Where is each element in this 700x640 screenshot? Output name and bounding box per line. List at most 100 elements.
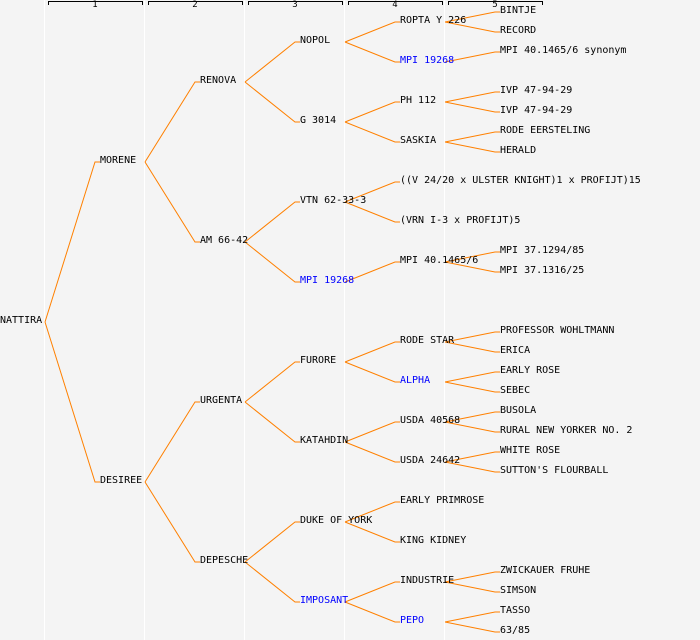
pedigree-node[interactable]: WHITE ROSE: [500, 445, 561, 456]
pedigree-node[interactable]: USDA 24642: [400, 455, 461, 466]
pedigree-link: [444, 371, 500, 383]
pedigree-node[interactable]: FURORE: [300, 355, 337, 366]
pedigree-link: [344, 501, 400, 523]
pedigree-node[interactable]: EARLY PRIMROSE: [400, 495, 485, 506]
pedigree-node[interactable]: G 3014: [300, 115, 337, 126]
pedigree-node[interactable]: TASSO: [500, 605, 531, 616]
column-divider: [244, 0, 245, 640]
pedigree-node[interactable]: VTN 62-33-3: [300, 195, 367, 206]
pedigree-node[interactable]: MPI 40.1465/6 synonym: [500, 45, 627, 56]
pedigree-link: [144, 81, 200, 163]
pedigree-link: [444, 11, 500, 23]
column-number: 5: [492, 0, 498, 10]
pedigree-link: [444, 621, 500, 633]
pedigree-node[interactable]: SUTTON'S FLOURBALL: [500, 465, 609, 476]
column-divider: [44, 0, 45, 640]
pedigree-link: [244, 201, 300, 243]
pedigree-node[interactable]: RODE STAR: [400, 335, 455, 346]
pedigree-node[interactable]: SASKIA: [400, 135, 437, 146]
column-number: 4: [392, 0, 398, 10]
pedigree-link: [344, 101, 400, 123]
pedigree-node[interactable]: SEBEC: [500, 385, 531, 396]
pedigree-link: [244, 561, 300, 603]
pedigree-node[interactable]: MPI 19268: [400, 55, 455, 66]
pedigree-node[interactable]: NOPOL: [300, 35, 331, 46]
column-bracket: [248, 1, 343, 5]
pedigree-node[interactable]: AM 66-42: [200, 235, 249, 246]
pedigree-link: [444, 141, 500, 153]
pedigree-node[interactable]: ZWICKAUER FRUHE: [500, 565, 591, 576]
pedigree-link: [444, 571, 500, 583]
pedigree-link: [444, 251, 500, 263]
pedigree-node[interactable]: BINTJE: [500, 5, 537, 16]
pedigree-node[interactable]: RENOVA: [200, 75, 237, 86]
pedigree-link: [444, 341, 500, 353]
pedigree-node[interactable]: SIMSON: [500, 585, 537, 596]
pedigree-link: [244, 401, 300, 443]
pedigree-link: [244, 41, 300, 83]
pedigree-link: [344, 261, 400, 283]
pedigree-link: [344, 601, 400, 623]
pedigree-link: [344, 121, 400, 143]
pedigree-link: [444, 101, 500, 113]
pedigree-node[interactable]: ROPTA Y 226: [400, 15, 467, 26]
pedigree-link: [144, 401, 200, 483]
pedigree-node[interactable]: DESIREE: [100, 475, 143, 486]
pedigree-link: [444, 91, 500, 103]
pedigree-node[interactable]: HERALD: [500, 145, 537, 156]
pedigree-link: [344, 201, 400, 223]
pedigree-node[interactable]: EARLY ROSE: [500, 365, 561, 376]
pedigree-node[interactable]: ALPHA: [400, 375, 431, 386]
pedigree-node[interactable]: INDUSTRIE: [400, 575, 455, 586]
pedigree-link: [344, 361, 400, 383]
pedigree-node[interactable]: ((V 24/20 x ULSTER KNIGHT)1 x PROFIJT)15: [400, 175, 641, 186]
column-divider: [344, 0, 345, 640]
pedigree-link: [444, 581, 500, 593]
pedigree-node[interactable]: MPI 40.1465/6: [400, 255, 479, 266]
pedigree-link: [444, 21, 500, 33]
pedigree-node[interactable]: MPI 19268: [300, 275, 355, 286]
pedigree-node[interactable]: MORENE: [100, 155, 137, 166]
pedigree-node[interactable]: USDA 40568: [400, 415, 461, 426]
pedigree-node[interactable]: IMPOSANT: [300, 595, 349, 606]
pedigree-link: [244, 361, 300, 403]
pedigree-node[interactable]: KING KIDNEY: [400, 535, 467, 546]
pedigree-link: [444, 461, 500, 473]
pedigree-node[interactable]: PEPO: [400, 615, 425, 626]
pedigree-link: [344, 441, 400, 463]
pedigree-link: [144, 161, 200, 243]
pedigree-link: [444, 131, 500, 143]
column-bracket: [148, 1, 243, 5]
column-number: 3: [292, 0, 298, 10]
pedigree-link: [444, 611, 500, 623]
pedigree-node[interactable]: IVP 47-94-29: [500, 105, 573, 116]
pedigree-link: [444, 261, 500, 273]
column-bracket: [448, 1, 543, 5]
pedigree-node[interactable]: (VRN I-3 x PROFIJT)5: [400, 215, 521, 226]
pedigree-node[interactable]: IVP 47-94-29: [500, 85, 573, 96]
pedigree-node[interactable]: PROFESSOR WOHLTMANN: [500, 325, 615, 336]
pedigree-node[interactable]: DUKE OF YORK: [300, 515, 373, 526]
pedigree-link: [244, 521, 300, 563]
pedigree-link: [444, 411, 500, 423]
pedigree-node[interactable]: URGENTA: [200, 395, 243, 406]
pedigree-node[interactable]: 63/85: [500, 625, 531, 636]
pedigree-link: [444, 51, 500, 63]
pedigree-node[interactable]: BUSOLA: [500, 405, 537, 416]
pedigree-node[interactable]: RODE EERSTELING: [500, 125, 591, 136]
pedigree-node[interactable]: MPI 37.1316/25: [500, 265, 585, 276]
pedigree-node[interactable]: KATAHDIN: [300, 435, 349, 446]
column-number: 2: [192, 0, 198, 10]
column-bracket: [48, 1, 143, 5]
pedigree-link: [144, 481, 200, 563]
pedigree-node[interactable]: RURAL NEW YORKER NO. 2: [500, 425, 633, 436]
pedigree-node[interactable]: MPI 37.1294/85: [500, 245, 585, 256]
pedigree-node[interactable]: DEPESCHE: [200, 555, 249, 566]
pedigree-link: [244, 81, 300, 123]
pedigree-link: [44, 321, 100, 483]
pedigree-node[interactable]: PH 112: [400, 95, 437, 106]
pedigree-node[interactable]: RECORD: [500, 25, 537, 36]
pedigree-node[interactable]: NATTIRA: [0, 315, 43, 326]
column-number: 1: [92, 0, 98, 10]
pedigree-node[interactable]: ERICA: [500, 345, 531, 356]
